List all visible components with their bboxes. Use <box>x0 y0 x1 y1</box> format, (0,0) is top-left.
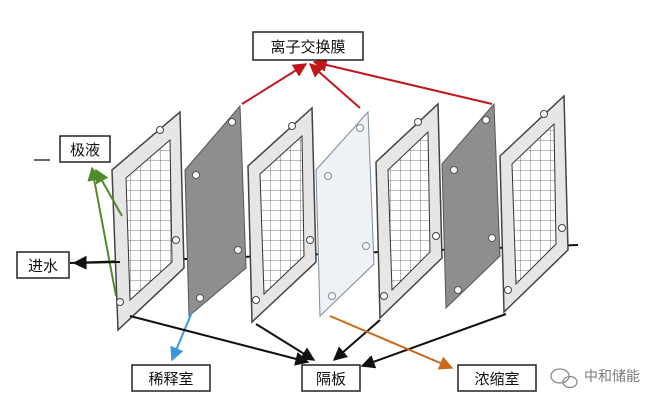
membrane-label: 离子交换膜 <box>270 38 345 56</box>
concentrate-chamber-arrow <box>329 315 454 370</box>
concentrate-chamber-label: 浓缩室 <box>474 370 519 388</box>
watermark-text: 中和储能 <box>584 369 640 385</box>
spacer-label-box: 隔板 <box>301 364 361 392</box>
concentrate-chamber-label-box: 浓缩室 <box>457 364 537 392</box>
spacer-frame-1 <box>111 110 185 332</box>
spacer-frame-4 <box>499 94 569 314</box>
dark-membrane-3 <box>441 102 501 310</box>
light-membrane-2 <box>315 110 375 318</box>
membrane-label-box: 离子交换膜 <box>252 31 364 61</box>
dark-membrane-1 <box>184 104 247 318</box>
electrode-liquid-label-box: 极液 <box>59 135 111 163</box>
spacer-frame-3 <box>375 102 443 320</box>
membrane-arrows <box>241 58 493 109</box>
dilute-chamber-label-box: 稀释室 <box>131 364 211 392</box>
watermark: 中和储能 <box>550 368 640 389</box>
spacer-arrows <box>129 313 507 369</box>
spacer-frame-2 <box>247 106 317 324</box>
spacer-label: 隔板 <box>316 370 346 388</box>
dilute-chamber-label: 稀释室 <box>148 370 193 388</box>
electrode-liquid-arrows <box>87 166 123 297</box>
water-in-label-box: 进水 <box>16 251 70 279</box>
water-inlet-arrow <box>72 255 121 270</box>
dilute-chamber-arrow <box>170 311 193 362</box>
wechat-icon <box>550 368 578 389</box>
water-in-label: 进水 <box>28 257 58 275</box>
electrode-liquid-label: 极液 <box>70 141 100 159</box>
